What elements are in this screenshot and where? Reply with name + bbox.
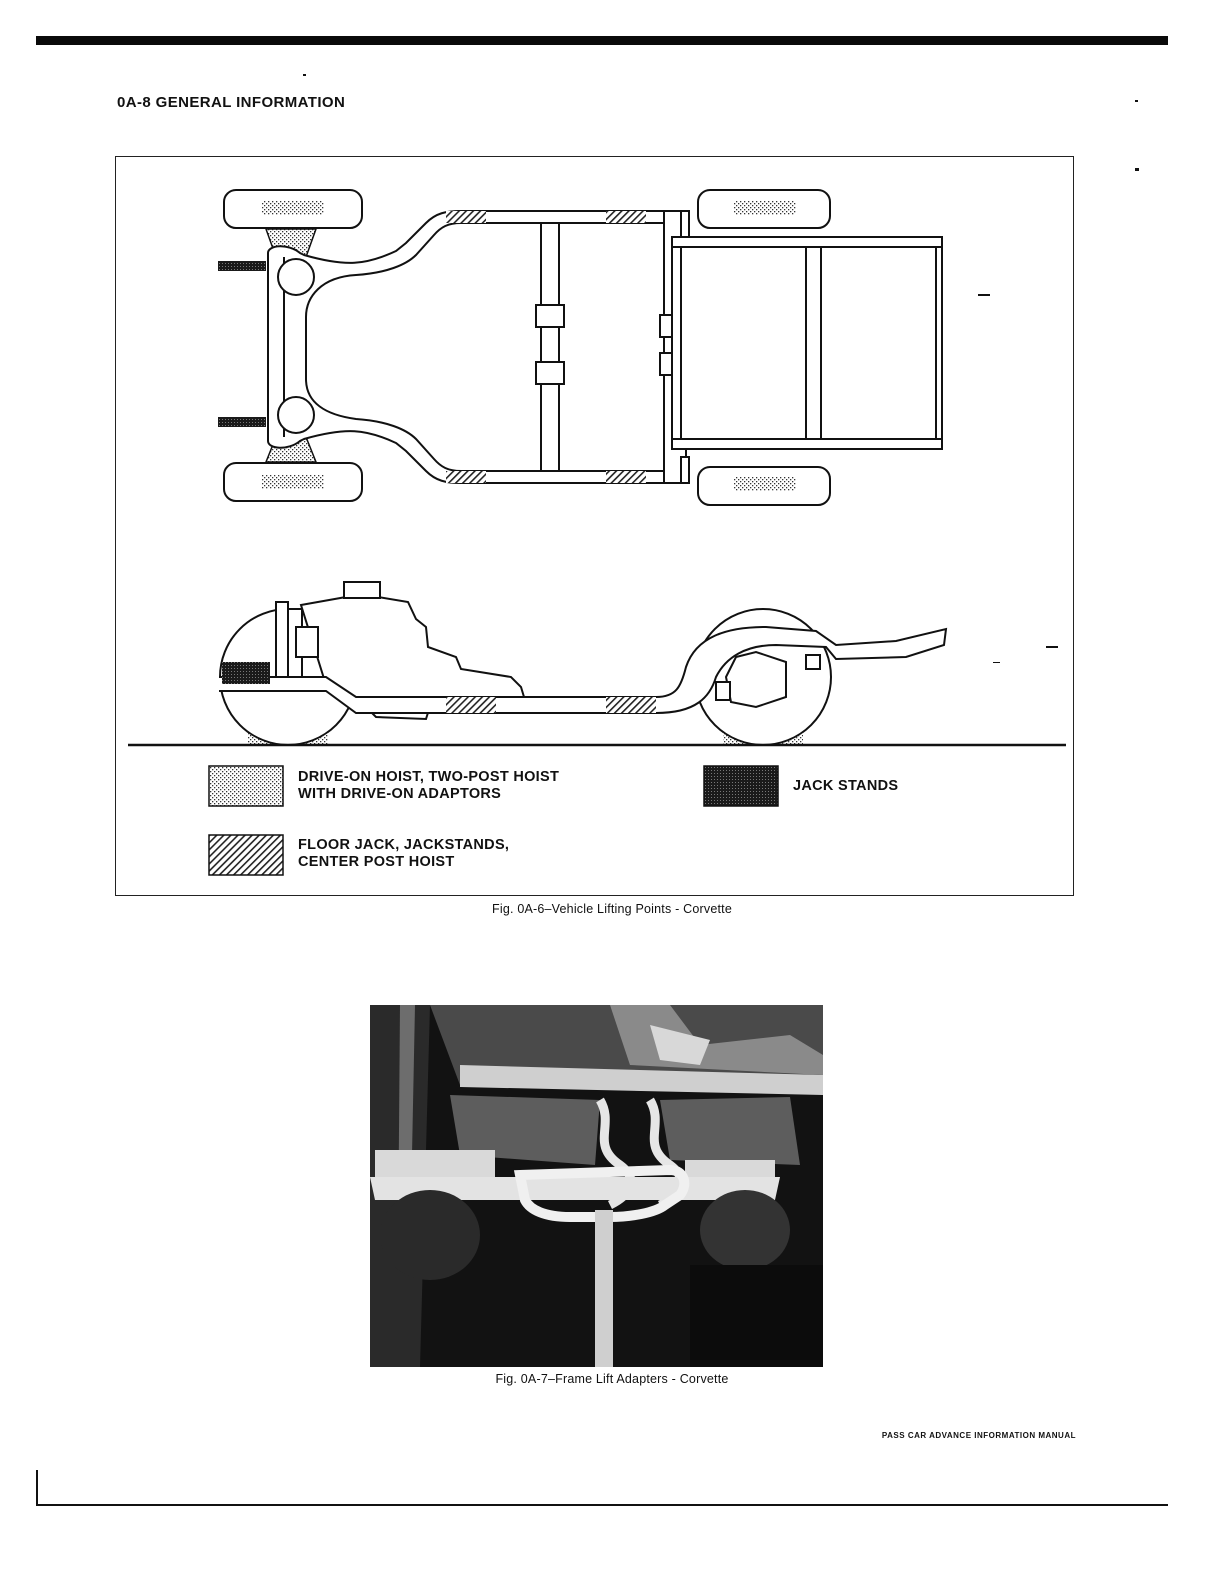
frame-lift-adapters-photo	[370, 1005, 823, 1367]
legend-line: JACK STANDS	[793, 778, 899, 794]
scan-speck	[1046, 646, 1058, 648]
lifting-points-diagram	[128, 189, 1066, 876]
photo-illustration	[370, 1005, 823, 1367]
left-margin-tick	[36, 1470, 38, 1506]
bottom-rule	[36, 1504, 1168, 1506]
figure-caption-0a-7: Fig. 0A-7–Frame Lift Adapters - Corvette	[495, 1372, 729, 1386]
legend-swatches	[208, 765, 779, 876]
scan-speck	[978, 294, 990, 296]
legend-line: DRIVE-ON HOIST, TWO-POST HOIST	[298, 769, 560, 785]
legend-line: CENTER POST HOIST	[298, 854, 455, 870]
legend-swatch-dark	[703, 765, 779, 807]
top-view-frame	[218, 189, 943, 506]
footer-manual-title: PASS CAR ADVANCE INFORMATION MANUAL	[881, 1431, 1076, 1440]
figure-caption-0a-6: Fig. 0A-6–Vehicle Lifting Points - Corve…	[492, 902, 732, 916]
scan-speck	[303, 74, 306, 76]
legend-swatch-dotted	[208, 765, 284, 807]
scan-speck	[993, 662, 1000, 663]
legend-line: WITH DRIVE-ON ADAPTORS	[298, 786, 502, 802]
legend-label-jack-stands: JACK STANDS	[793, 778, 898, 795]
side-view	[128, 581, 1066, 747]
section-heading: 0A-8 GENERAL INFORMATION	[117, 94, 346, 111]
scan-speck	[1135, 168, 1139, 171]
scan-speck	[1135, 100, 1138, 102]
legend-swatch-hatched	[208, 834, 284, 876]
legend-label-drive-on-hoist: DRIVE-ON HOIST, TWO-POST HOIST WITH DRIV…	[298, 769, 559, 803]
legend-line: FLOOR JACK, JACKSTANDS,	[298, 837, 510, 853]
lifting-points-figure: DRIVE-ON HOIST, TWO-POST HOIST WITH DRIV…	[115, 156, 1074, 896]
top-rule	[36, 36, 1168, 45]
legend-label-floor-jack: FLOOR JACK, JACKSTANDS, CENTER POST HOIS…	[298, 837, 509, 871]
